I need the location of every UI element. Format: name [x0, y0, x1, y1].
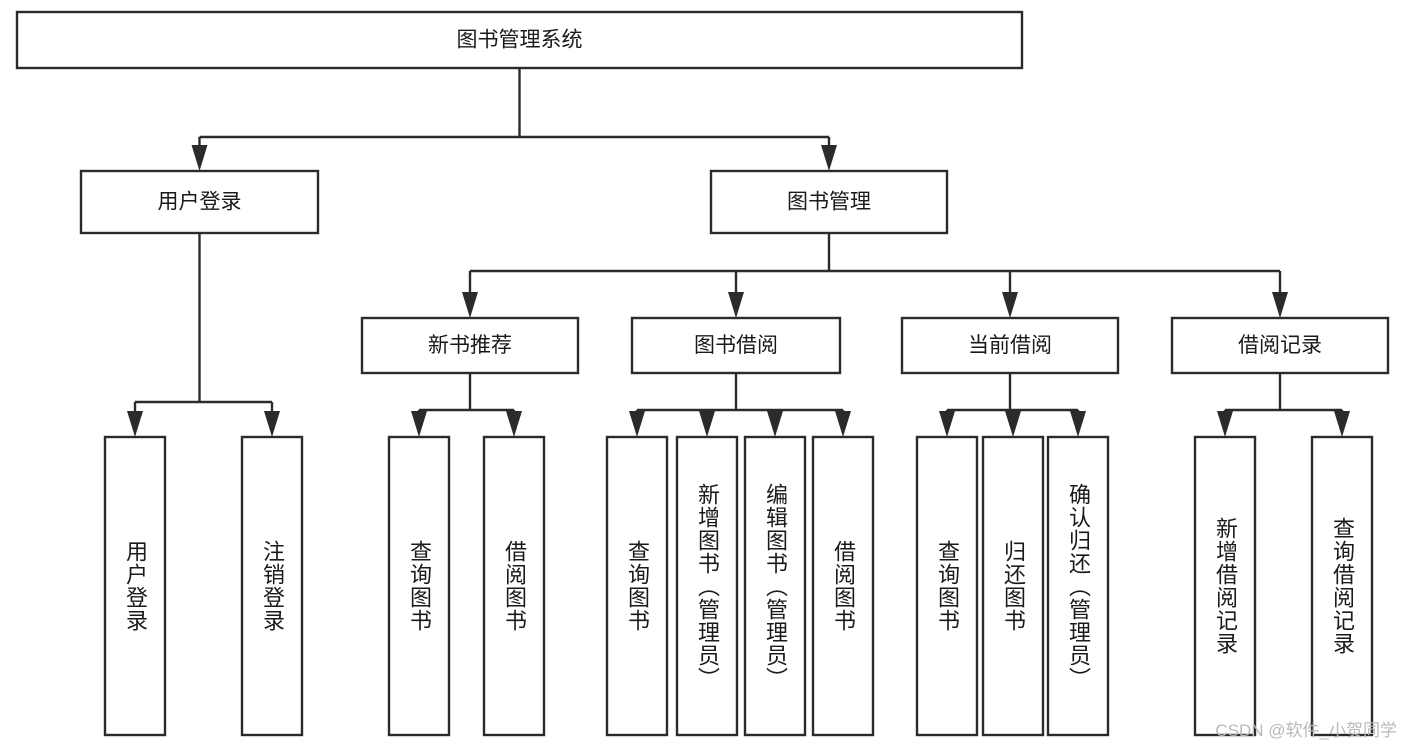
node-boxes-layer — [15, 10, 1390, 737]
level1-node-box[interactable] — [79, 169, 320, 235]
arrow-head-icon — [939, 411, 955, 437]
leaf-node-box[interactable] — [675, 435, 739, 737]
root-node-box[interactable] — [15, 10, 1024, 70]
connectors-layer — [127, 68, 1350, 437]
leaf-node-box[interactable] — [811, 435, 875, 737]
leaf-node-box[interactable] — [103, 435, 167, 737]
arrow-head-icon — [506, 411, 522, 437]
level2-node-label: 当前借阅 — [968, 334, 1052, 357]
arrow-head-icon — [411, 411, 427, 437]
level2-node-box[interactable] — [900, 316, 1120, 375]
level1-node-label: 图书管理 — [787, 191, 871, 214]
arrow-head-icon — [1272, 292, 1288, 318]
level1-node-label: 用户登录 — [158, 191, 242, 214]
arrow-head-icon — [264, 411, 280, 437]
arrow-head-icon — [1334, 411, 1350, 437]
leaf-node-box[interactable] — [605, 435, 669, 737]
arrow-head-icon — [699, 411, 715, 437]
leaf-node-box[interactable] — [1193, 435, 1257, 737]
level2-node-box[interactable] — [630, 316, 842, 375]
arrow-head-icon — [728, 292, 744, 318]
arrow-head-icon — [1002, 292, 1018, 318]
leaf-node-box[interactable] — [387, 435, 451, 737]
level2-node-label: 图书借阅 — [694, 334, 778, 357]
level1-node-box[interactable] — [709, 169, 949, 235]
leaf-node-box[interactable] — [1310, 435, 1374, 737]
level2-node-label: 借阅记录 — [1238, 334, 1322, 357]
leaf-node-box[interactable] — [915, 435, 979, 737]
arrow-head-icon — [191, 145, 208, 171]
arrow-head-icon — [767, 411, 783, 437]
level2-node-label: 新书推荐 — [428, 334, 512, 357]
leaf-node-box[interactable] — [743, 435, 807, 737]
arrow-head-icon — [1217, 411, 1233, 437]
level2-node-box[interactable] — [360, 316, 580, 375]
arrow-head-icon — [835, 411, 851, 437]
arrow-head-icon — [127, 411, 143, 437]
root-node-label: 图书管理系统 — [457, 29, 583, 52]
leaf-node-box[interactable] — [240, 435, 304, 737]
leaf-node-box[interactable] — [482, 435, 546, 737]
leaf-node-box[interactable] — [1046, 435, 1110, 737]
level2-node-box[interactable] — [1170, 316, 1390, 375]
csdn-watermark: CSDN @软件_小贺同学 — [1215, 721, 1397, 740]
arrow-head-icon — [1005, 411, 1021, 437]
leaf-node-box[interactable] — [981, 435, 1045, 737]
arrow-head-icon — [1070, 411, 1086, 437]
arrow-head-icon — [821, 145, 837, 171]
arrow-head-icon — [462, 292, 478, 318]
arrow-head-icon — [629, 411, 645, 437]
